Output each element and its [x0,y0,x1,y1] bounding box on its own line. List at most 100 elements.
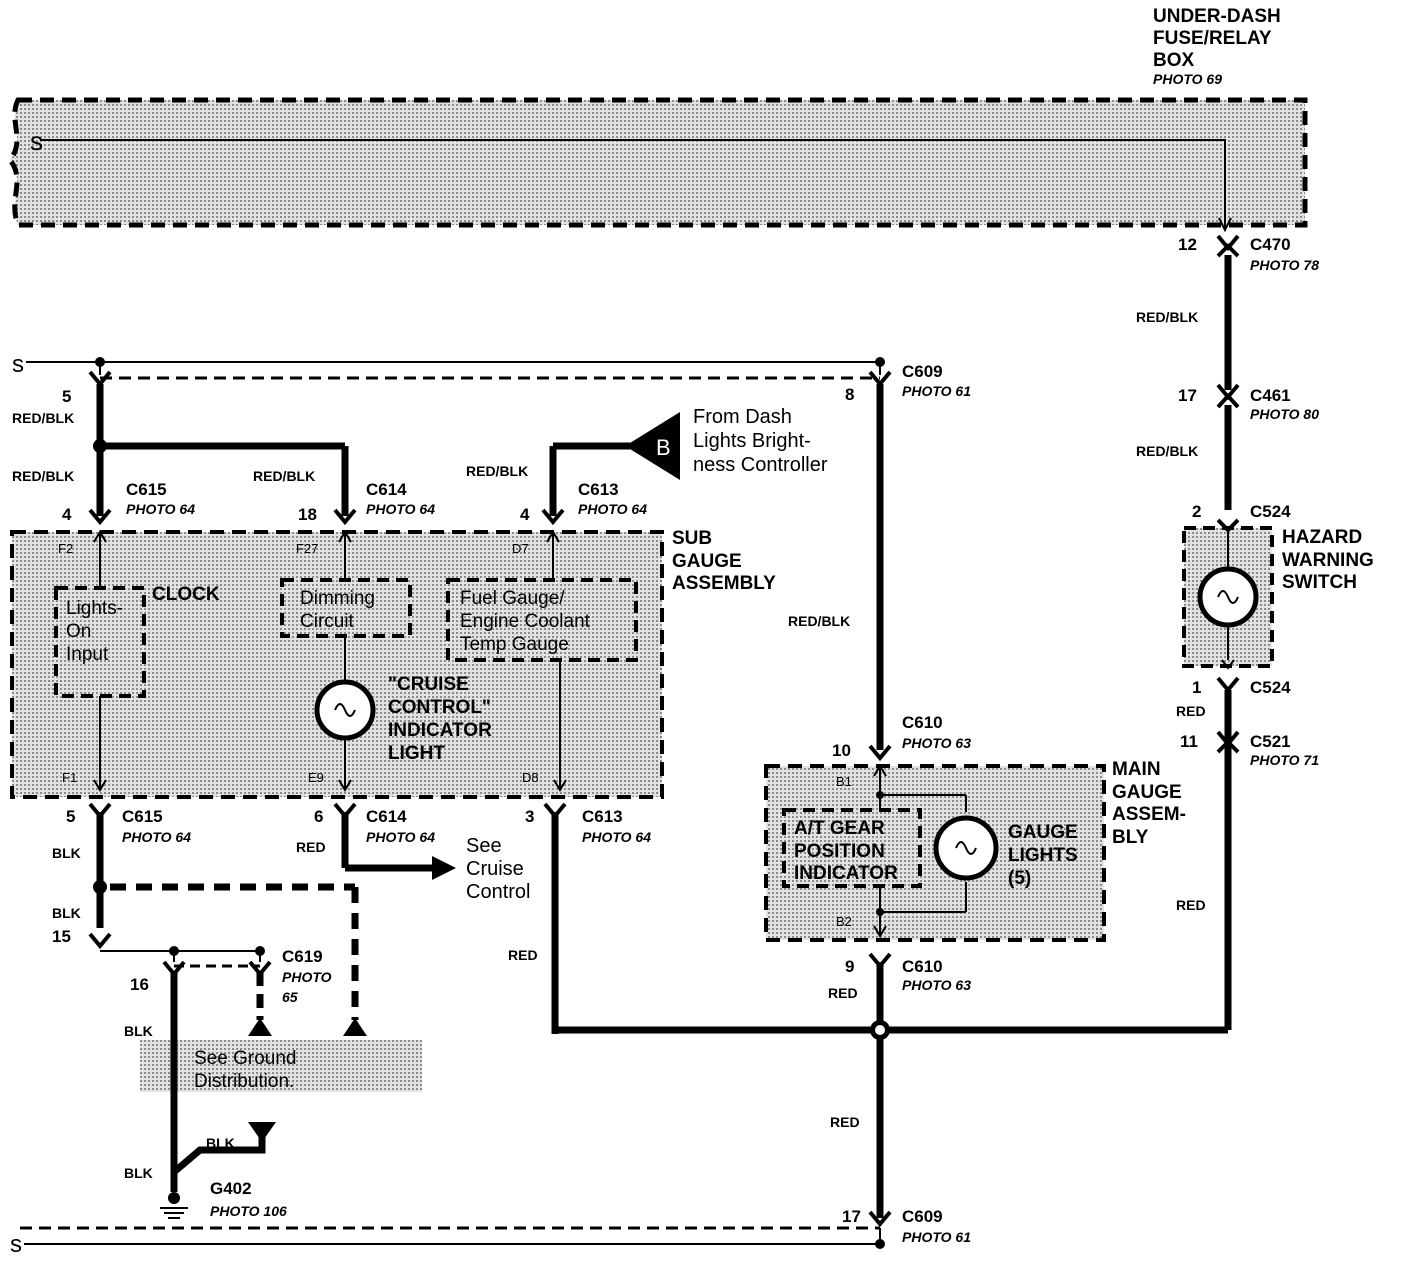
c609-bot-pin: 17 [842,1207,861,1226]
c614-bot-label: C614 [366,807,407,826]
dimming-circuit-box [280,578,412,638]
bus-c609-top: s [12,351,892,388]
c619-label: C619 [282,947,323,966]
g402-label: G402 [210,1179,252,1198]
hazard-title-3: SWITCH [1282,572,1357,593]
at-gear-2: POSITION [794,841,885,862]
c524-top-label: C524 [1250,502,1291,521]
fuse-box-title-2: FUSE/RELAY [1153,28,1272,49]
sub-gauge-assembly [10,530,664,799]
see-ground-1: See Ground [194,1048,296,1069]
gauge-lights-3: (5) [1008,868,1031,889]
fuel-text-3: Temp Gauge [460,634,569,655]
wire-label-red-6: RED [830,1114,860,1130]
wire-label-red-blk-7: RED/BLK [466,463,528,479]
pin-e9: E9 [308,770,324,785]
c524-bot-pin: 1 [1192,678,1201,697]
c521-pin: 11 [1180,732,1198,751]
c619-photo-2: 65 [282,989,298,1005]
cruise-text-3: INDICATOR [388,720,492,741]
c619-pin-a: 15 [52,927,71,946]
pin-d7: D7 [512,541,529,556]
pin-b2: B2 [836,914,852,929]
clock-title: CLOCK [152,584,220,605]
wire-label-red-2: RED [1176,897,1206,913]
wire-label-red-blk-5: RED/BLK [12,468,74,484]
at-gear-1: A/T GEAR [794,818,885,839]
from-dash-text-1: From Dash [693,406,792,428]
bus-c609-bottom: s [10,1226,885,1258]
wire-c615-bottom [88,802,367,1036]
at-gear-box [782,808,922,888]
svg-text:s: s [10,1231,22,1258]
wire-c615-top [88,384,357,526]
gauge-lights-bulb-icon [933,815,999,881]
c610-top-pin: 10 [832,741,851,760]
pin-f1: F1 [62,770,77,785]
fuel-text-2: Engine Coolant [460,611,591,632]
wire-c610-bottom [868,952,892,1228]
c521-photo: PHOTO 71 [1250,752,1319,768]
wire-label-red-3: RED [296,839,326,855]
gauge-lights-2: LIGHTS [1008,845,1078,866]
hazard-title-2: WARNING [1282,550,1374,571]
wire-label-red-5: RED [828,985,858,1001]
c619-photo-1: PHOTO [282,969,332,985]
cruise-text-4: LIGHT [388,743,445,764]
c614-top-photo: PHOTO 64 [366,501,435,517]
dimming-text-1: Dimming [300,588,375,609]
c521-label: C521 [1250,732,1291,751]
fuse-box-title-1: UNDER-DASH [1153,6,1281,27]
c609-bot-photo: PHOTO 61 [902,1229,971,1245]
see-cruise-1: See [466,835,502,857]
hazard-warning-switch [1182,518,1274,670]
wire-label-blk-3: BLK [124,1023,153,1039]
fuse-box-title-3: BOX [1153,50,1195,71]
c615-top-pin-b: 4 [62,505,72,524]
c470-photo: PHOTO 78 [1250,257,1319,273]
connector-c619 [100,946,272,1036]
wire-label-red-blk-2: RED/BLK [1136,443,1198,459]
break-symbol: s [30,126,43,156]
main-gauge-title-1: MAIN [1112,759,1161,780]
main-gauge-title-3: ASSEM- [1112,804,1186,825]
c610-top-photo: PHOTO 63 [902,735,971,751]
from-dash-connector-b: B [625,412,680,480]
c614-top-pin: 18 [298,505,317,524]
clock-input-1: Lights- [66,598,123,619]
connector-c470 [1216,234,1240,258]
c615-bot-label: C615 [122,807,163,826]
c615-top-photo: PHOTO 64 [126,501,195,517]
c609-top-pin: 8 [845,385,854,404]
see-ground-box [140,1040,422,1092]
sub-gauge-title-2: GAUGE [672,551,742,572]
c610-bot-label: C610 [902,957,943,976]
wire-label-blk-2: BLK [52,905,81,921]
c614-bot-pin: 6 [314,807,323,826]
c609-top-photo: PHOTO 61 [902,383,971,399]
c615-top-pin-a: 5 [62,387,71,406]
connector-c610-top [868,744,892,762]
wire-label-red-4: RED [508,947,538,963]
fuel-gauge-box [446,578,638,662]
svg-text:s: s [12,351,24,378]
c609-bot-label: C609 [902,1207,943,1226]
fuse-box-photo: PHOTO 69 [1153,71,1222,87]
wire-label-blk-1: BLK [52,845,81,861]
clock-input-2: On [66,621,91,642]
bulb-icon [314,679,376,741]
g402-photo: PHOTO 106 [210,1203,287,1219]
c615-bot-photo: PHOTO 64 [122,829,191,845]
fuel-text-1: Fuel Gauge/ [460,588,565,609]
wire-c614-bottom [333,802,456,880]
fuse-relay-box: s [6,97,1308,233]
main-gauge-title-4: BLY [1112,827,1149,848]
c613-top-photo: PHOTO 64 [578,501,647,517]
c615-top-label: C615 [126,480,167,499]
wire-label-red-1: RED [1176,703,1206,719]
c613-top-label: C613 [578,480,619,499]
sub-gauge-title-3: ASSEMBLY [672,573,776,594]
c461-photo: PHOTO 80 [1250,406,1319,422]
see-ground-2: Distribution. [194,1071,294,1092]
clock-input-3: Input [66,644,109,665]
